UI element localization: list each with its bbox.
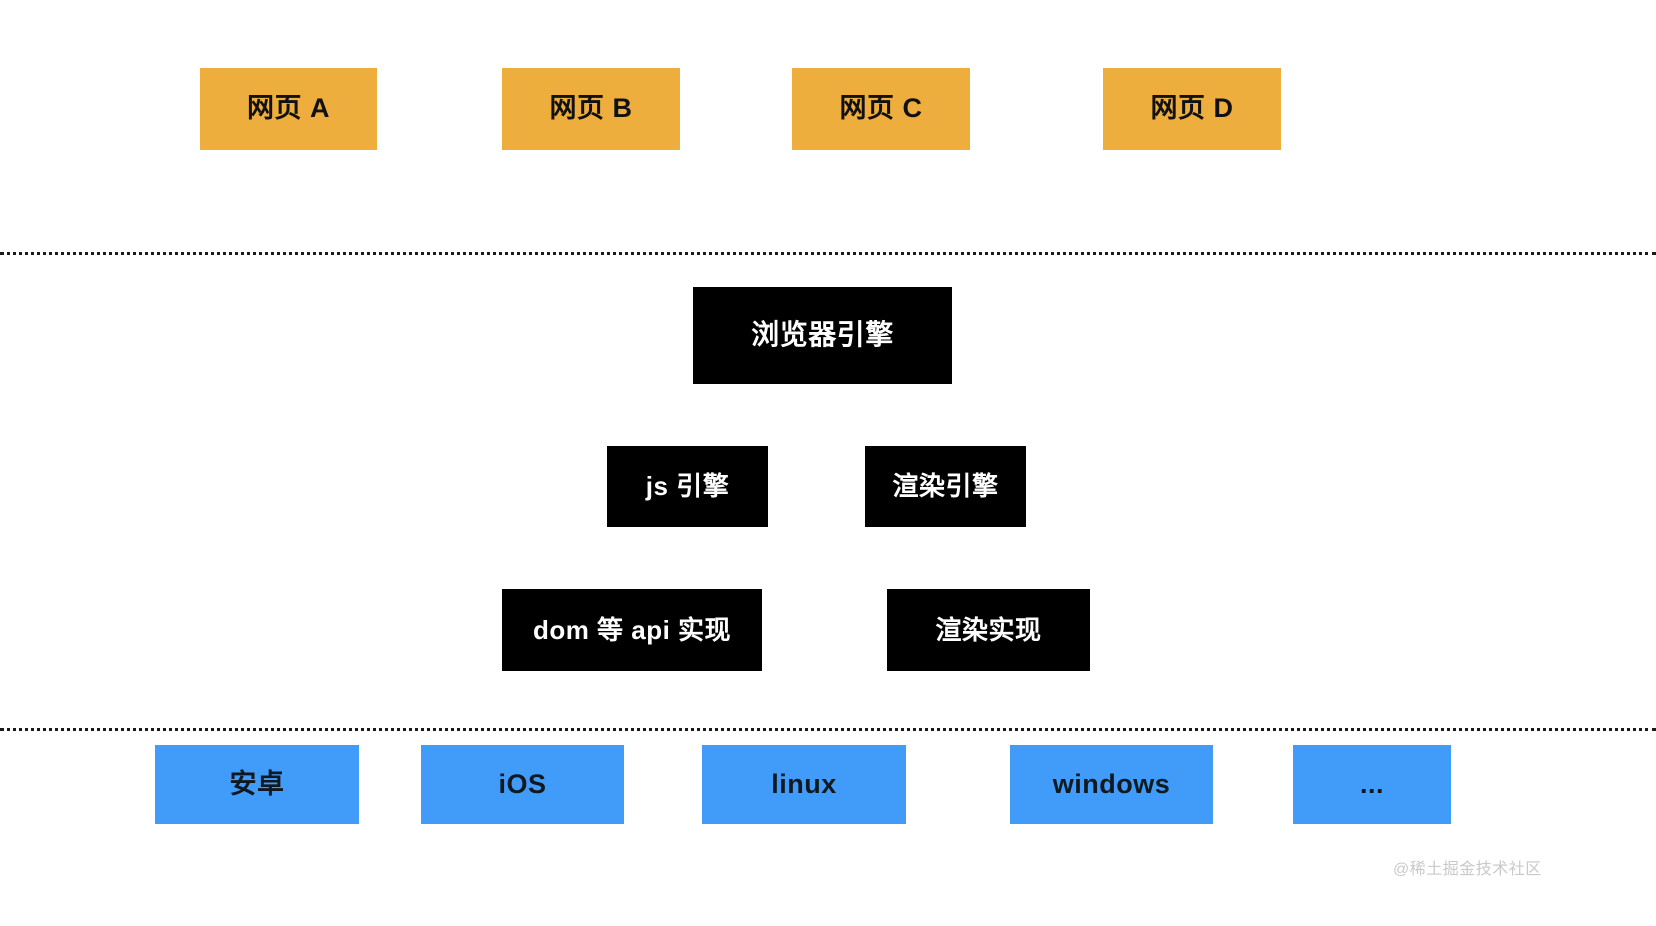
watermark: @稀土掘金技术社区 [1393, 861, 1542, 878]
box-web-page-a[interactable]: 网页 A [200, 68, 377, 150]
box-os-ios[interactable]: iOS [421, 745, 624, 824]
box-render-engine[interactable]: 渲染引擎 [865, 446, 1026, 527]
box-web-page-d[interactable]: 网页 D [1103, 68, 1281, 150]
box-os-windows[interactable]: windows [1010, 745, 1213, 824]
box-browser-engine[interactable]: 浏览器引擎 [693, 287, 952, 384]
box-os-linux[interactable]: linux [702, 745, 906, 824]
box-web-page-c[interactable]: 网页 C [792, 68, 970, 150]
box-os-more[interactable]: ... [1293, 745, 1451, 824]
box-dom-api-implementation[interactable]: dom 等 api 实现 [502, 589, 762, 671]
box-web-page-b[interactable]: 网页 B [502, 68, 680, 150]
box-js-engine[interactable]: js 引擎 [607, 446, 768, 527]
box-render-implementation[interactable]: 渲染实现 [887, 589, 1090, 671]
divider-top [0, 252, 1656, 255]
divider-bottom [0, 728, 1656, 731]
box-os-android[interactable]: 安卓 [155, 745, 359, 824]
